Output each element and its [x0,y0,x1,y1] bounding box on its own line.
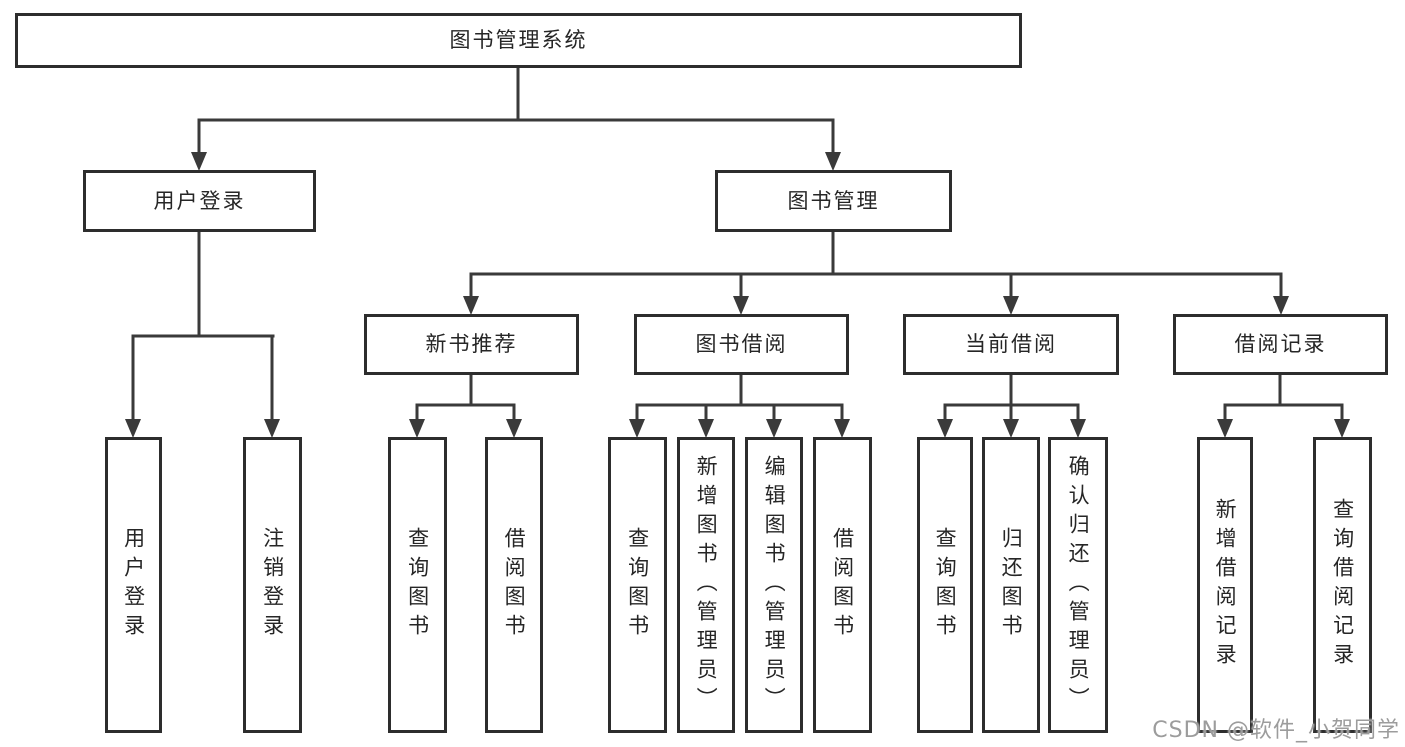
leaf-borrow-borrow-books: 借阅图书 [813,437,872,733]
leaf-records-query-record: 查询借阅记录 [1313,437,1372,733]
leaf-logout: 注销登录 [243,437,302,733]
leaf-newbooks-borrow-books: 借阅图书 [485,437,543,733]
leaf-records-add-record: 新增借阅记录 [1197,437,1253,733]
leaf-borrow-edit-books-admin: 编辑图书（管理员） [745,437,803,733]
connector-current-borrow-to-leaves [937,375,1086,438]
leaf-newbooks-query-books: 查询图书 [388,437,447,733]
connector-root-to-level2 [191,68,841,171]
connector-book-borrow-to-leaves [629,375,850,438]
leaf-borrow-query-books: 查询图书 [608,437,667,733]
connector-borrow-records-to-leaves [1217,375,1350,438]
connector-new-books-to-leaves [409,375,522,438]
node-root-library-system: 图书管理系统 [15,13,1022,68]
node-current-borrow: 当前借阅 [903,314,1119,375]
node-borrow-records: 借阅记录 [1173,314,1388,375]
connector-user-login-to-leaves [125,232,280,438]
leaf-borrow-add-books-admin: 新增图书（管理员） [677,437,735,733]
leaf-current-return-books: 归还图书 [982,437,1040,733]
leaf-current-confirm-return-admin: 确认归还（管理员） [1048,437,1108,733]
leaf-current-query-books: 查询图书 [917,437,973,733]
node-new-book-recommend: 新书推荐 [364,314,579,375]
connector-book-management-to-level3 [463,232,1289,315]
node-book-management: 图书管理 [715,170,952,232]
node-user-login: 用户登录 [83,170,316,232]
csdn-watermark: CSDN @软件_小贺同学 [1152,718,1400,743]
leaf-user-login: 用户登录 [105,437,162,733]
node-book-borrow: 图书借阅 [634,314,849,375]
